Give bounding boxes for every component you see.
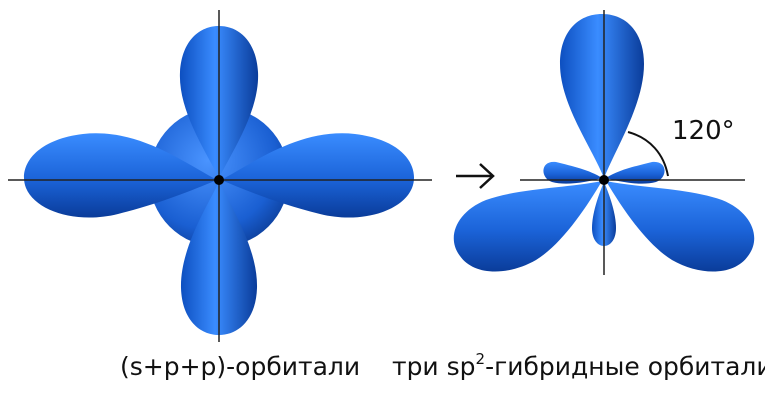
sp2-orbital-lower-right-lobe [606, 181, 755, 272]
right-nucleus-dot [599, 175, 609, 185]
arrow-icon [456, 163, 495, 189]
px-orbital-left-lobe [23, 133, 217, 218]
right-caption-superscript: 2 [475, 350, 486, 368]
angle-arc [627, 131, 669, 177]
px-orbital-right-lobe [221, 133, 415, 218]
angle-label: 120° [672, 116, 735, 146]
left-orbital-figure [8, 10, 432, 342]
left-nucleus-dot [214, 175, 224, 185]
sp2-small-right-lobe [606, 161, 665, 184]
sp2-small-left-lobe [543, 161, 602, 184]
right-caption-suffix: -гибридные орбитали [485, 352, 765, 381]
right-caption: три sp2-гибридные орбитали [392, 350, 765, 381]
sp2-orbital-lower-left-lobe [453, 181, 602, 272]
right-caption-prefix: три sp [392, 352, 476, 381]
left-caption: (s+p+p)-орбитали [120, 352, 361, 381]
right-orbital-figure [453, 10, 755, 275]
sp2-orbital-top-lobe [560, 14, 644, 178]
